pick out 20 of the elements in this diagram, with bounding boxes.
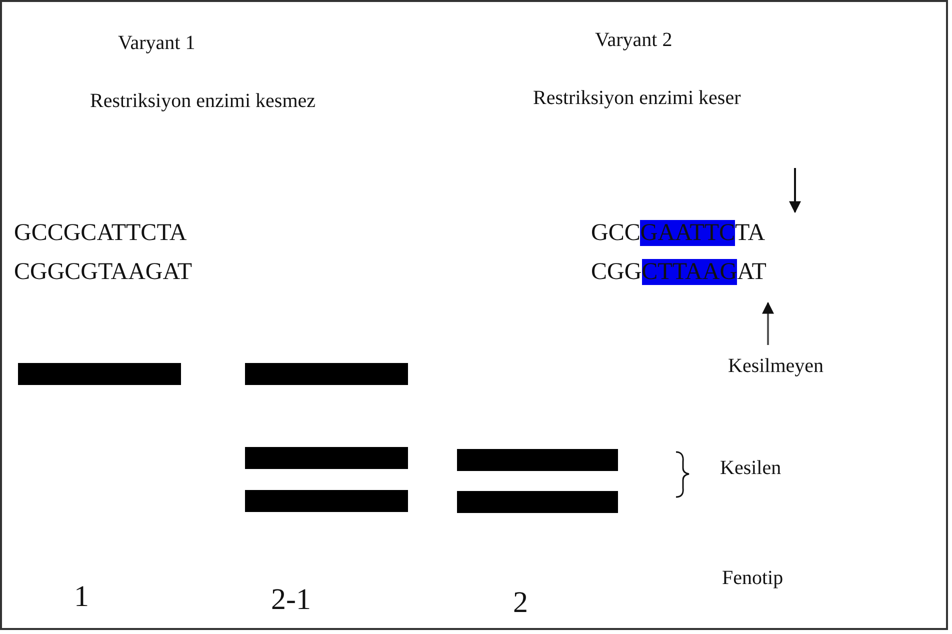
gel-band [245, 490, 408, 512]
dna-sequence: GCCGAATTCTA [591, 220, 766, 248]
dna-sequence: CGGCTTAAGAT [591, 259, 766, 287]
row-label: Fenotip [722, 567, 784, 590]
gel-band [457, 491, 618, 513]
lane-number: 2-1 [271, 583, 311, 618]
variant-title: Varyant 1 [118, 32, 196, 55]
dna-sequence: GCCGCATTCTA [14, 220, 187, 248]
dna-sequence: CGGCGTAAGAT [14, 259, 192, 287]
gel-band [245, 447, 408, 469]
gel-band [245, 363, 408, 385]
gel-band [457, 449, 618, 471]
band-label: Kesilmeyen [728, 355, 824, 378]
variant-title: Varyant 2 [595, 29, 672, 52]
lane-number: 2 [513, 586, 528, 620]
lane-number: 1 [74, 580, 89, 614]
gel-band [18, 363, 181, 385]
band-label: Kesilen [720, 457, 782, 480]
caption-text: Restriksiyon enzimi keser [533, 87, 741, 110]
caption-text: Restriksiyon enzimi kesmez [90, 90, 316, 113]
